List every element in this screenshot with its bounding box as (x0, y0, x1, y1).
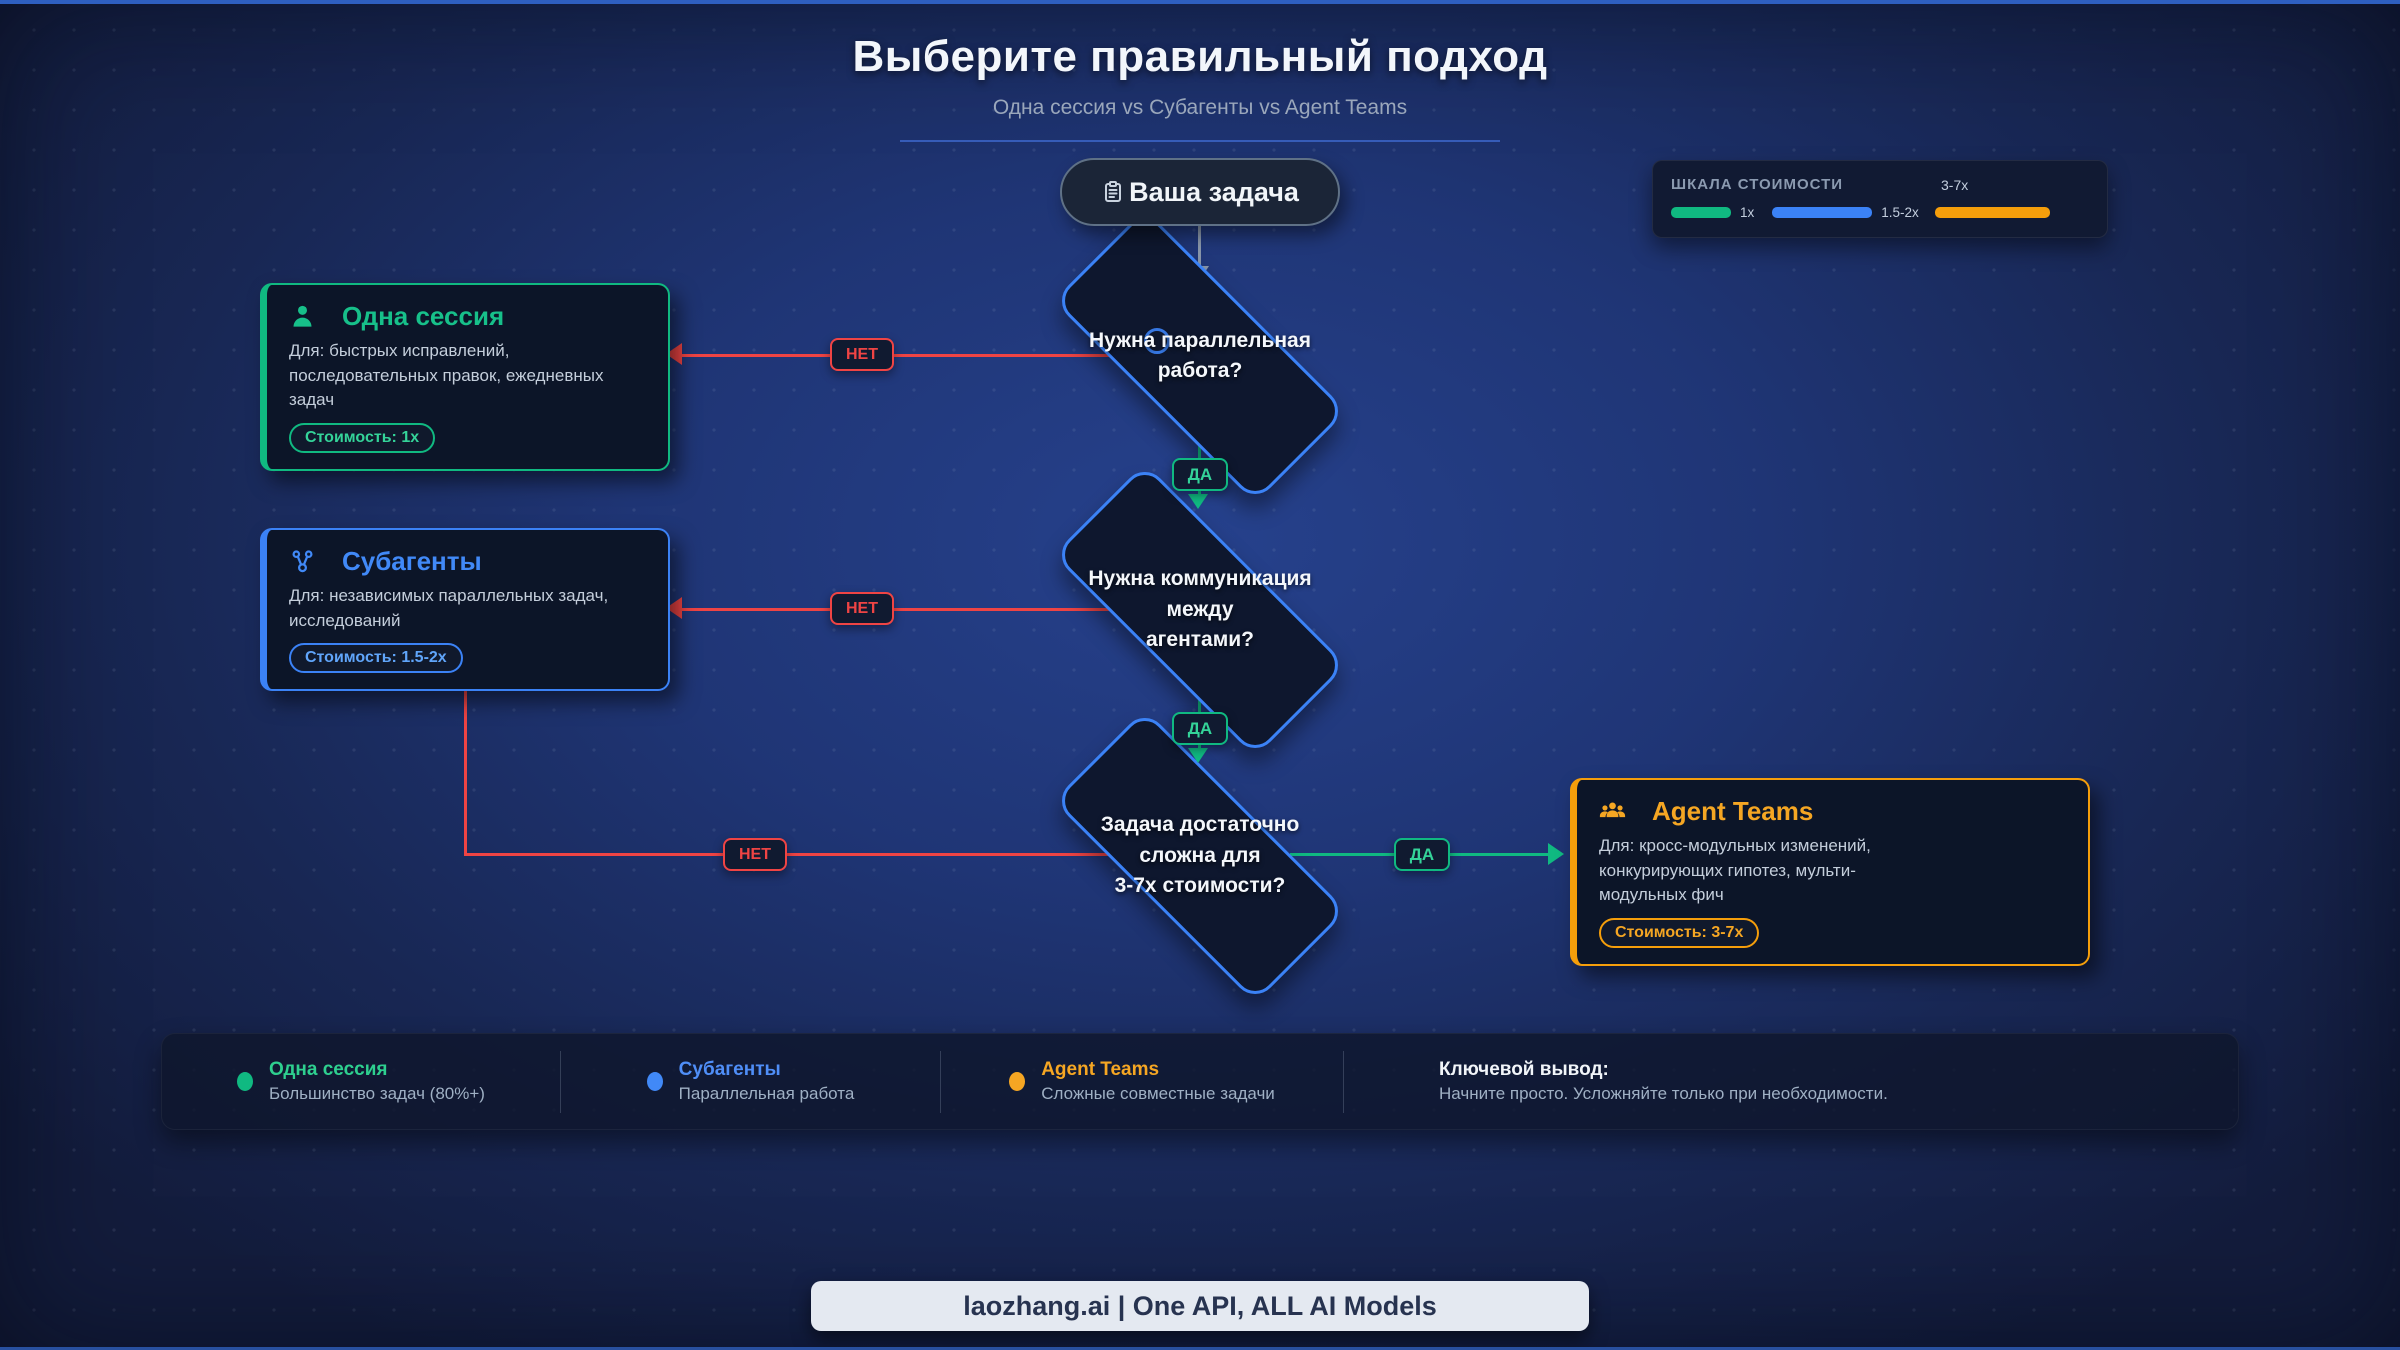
decision-2-question: Нужна коммуникация между агентами? (1088, 567, 1312, 652)
person-icon (293, 305, 312, 327)
outcome-3-title: Agent Teams (1652, 796, 1814, 826)
outcome-3-cost-badge: Стоимость: 3-7x (1599, 917, 1760, 948)
legend-item-3-title: Agent Teams (1041, 1059, 1160, 1080)
cost-scale-label-3-7x: 3-7x (1941, 177, 1969, 193)
edge-label-d2-no: НЕТ (830, 592, 894, 625)
clipboard-icon (1105, 181, 1122, 202)
decision-task-complexity: Задача достаточно сложна для 3-7x стоимо… (1050, 706, 1350, 1006)
edge-d1-no (680, 354, 1115, 357)
footer-brand-text: laozhang.ai | One API, ALL AI Models (963, 1290, 1437, 1321)
outcome-1-description: Для: быстрых исправлений, последовательн… (289, 341, 604, 410)
arrowhead-d2-yes (1188, 748, 1208, 763)
edge-label-d3-no: НЕТ (723, 838, 787, 871)
legend-item-2-subtitle: Параллельная работа (678, 1084, 855, 1103)
cost-scale-label-1x: 1x (1740, 205, 1755, 220)
edge-label-d2-yes: ДА (1172, 712, 1228, 745)
conclusion-title: Ключевой вывод: (1439, 1059, 1609, 1080)
bottom-edge-accent (0, 1347, 2400, 1350)
outcome-1-title: Одна сессия (342, 301, 505, 331)
legend-item-single-session: Одна сессия Большинство задач (80%+) (162, 1034, 560, 1129)
cost-bar-1x (1671, 207, 1731, 218)
decision-1-question: Нужна параллельная работа? (1088, 328, 1311, 382)
summary-legend-bar: Одна сессия Большинство задач (80%+) Суб… (161, 1033, 2239, 1130)
edge-label-d3-yes: ДА (1394, 838, 1450, 871)
legend-item-1-subtitle: Большинство задач (80%+) (269, 1084, 485, 1103)
top-edge-accent (0, 0, 2400, 4)
footer-brand-bar: laozhang.ai | One API, ALL AI Models (811, 1281, 1589, 1331)
page-subtitle: Одна сессия vs Субагенты vs Agent Teams (992, 96, 1408, 119)
edge-label-d1-yes: ДА (1172, 458, 1228, 491)
arrowhead-d1-no (666, 343, 682, 365)
cost-scale-label-1-5-2x: 1.5-2x (1881, 205, 1919, 220)
outcome-card-agent-teams: Agent Teams Для: кросс-модульных изменен… (1570, 778, 2090, 966)
orange-dot-icon (1009, 1072, 1026, 1091)
branch-icon (292, 550, 313, 573)
decision-3-question: Задача достаточно сложна для 3-7x стоимо… (1100, 813, 1300, 898)
legend-divider (940, 1050, 941, 1113)
outcome-2-description: Для: независимых параллельных задач, исс… (289, 586, 609, 630)
legend-conclusion: Ключевой вывод: Начните просто. Усложняй… (1344, 1034, 2238, 1129)
edge-label-d1-no: НЕТ (830, 338, 894, 371)
outcome-1-cost-badge: Стоимость: 1x (289, 422, 436, 453)
edge-d3-no-horizontal (464, 853, 1112, 856)
connector-start-d1 (1198, 226, 1201, 268)
arrowhead-d1-yes (1188, 494, 1208, 509)
cost-scale-legend: ШКАЛА СТОИМОСТИ 3-7x 1x 1.5-2x (1652, 160, 2108, 238)
decision-agent-communication: Нужна коммуникация между агентами? (1050, 460, 1350, 760)
outcome-card-subagents: Субагенты Для: независимых параллельных … (260, 528, 670, 692)
legend-item-subagents: Субагенты Параллельная работа (561, 1034, 940, 1129)
cost-scale-title: ШКАЛА СТОИМОСТИ (1671, 176, 1844, 193)
subtitle-divider (900, 140, 1500, 142)
legend-divider (1343, 1050, 1344, 1113)
outcome-2-title: Субагенты (342, 546, 482, 576)
start-node-label: Ваша задача (1129, 176, 1299, 207)
legend-item-2-title: Субагенты (678, 1059, 781, 1080)
arrowhead-d3-yes (1548, 843, 1564, 865)
legend-item-3-subtitle: Сложные совместные задачи (1041, 1084, 1275, 1103)
start-node: Ваша задача (1060, 158, 1340, 226)
conclusion-text: Начните просто. Усложняйте только при не… (1439, 1084, 1888, 1103)
legend-item-1-title: Одна сессия (269, 1059, 388, 1080)
edge-d2-no (680, 608, 1115, 611)
team-icon (1599, 802, 1626, 818)
legend-item-agent-teams: Agent Teams Сложные совместные задачи (941, 1034, 1343, 1129)
green-dot-icon (237, 1072, 254, 1091)
outcome-card-single-session: Одна сессия Для: быстрых исправлений, по… (260, 283, 670, 471)
outcome-2-cost-badge: Стоимость: 1.5-2x (289, 643, 463, 674)
page-title: Выберите правильный подход (852, 32, 1548, 81)
cost-bar-3-7x (1934, 207, 2050, 218)
legend-divider (560, 1050, 561, 1113)
decision-parallel-work: Нужна параллельная работа? (1050, 206, 1350, 506)
outcome-3-description: Для: кросс-модульных изменений, конкурир… (1599, 836, 1871, 905)
edge-d3-no-vertical (464, 684, 467, 856)
blue-dot-icon (646, 1072, 663, 1091)
cost-bar-1-5-2x (1772, 207, 1873, 218)
sync-icon (1144, 328, 1170, 354)
arrowhead-d2-no (666, 597, 682, 619)
